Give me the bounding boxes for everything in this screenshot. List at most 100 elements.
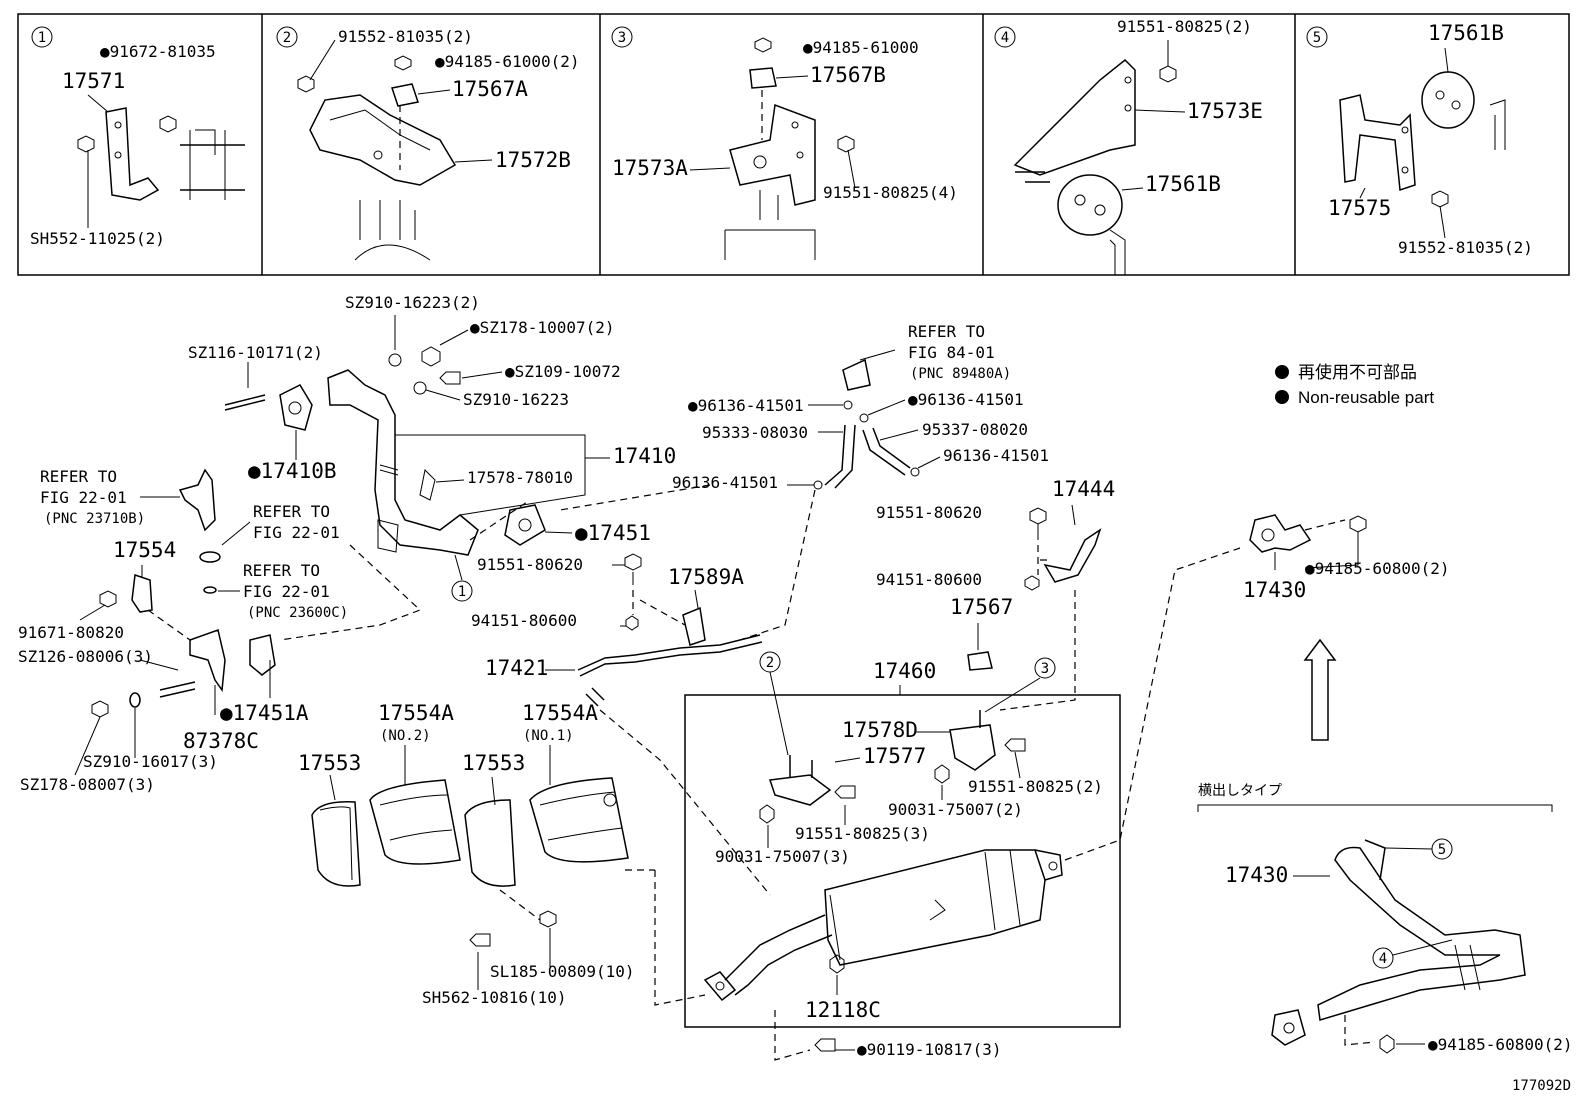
refer3-line2: FIG 22-01 xyxy=(243,582,330,601)
label-96136-d: 96136-41501 xyxy=(672,473,778,492)
label-94185-61000: ●94185-61000 xyxy=(803,38,919,57)
refer2-line2: FIG 22-01 xyxy=(253,523,340,542)
panel-3-number: 3 xyxy=(618,30,626,46)
figure-id: 177092D xyxy=(1512,1078,1571,1094)
panel-1-number: 1 xyxy=(38,30,46,46)
label-94185-60800-b: ●94185-60800(2) xyxy=(1428,1035,1573,1054)
label-17578d: 17578D xyxy=(842,718,918,742)
refer1-line2: FIG 22-01 xyxy=(40,488,127,507)
label-90119-10817: ●90119-10817(3) xyxy=(857,1040,1002,1059)
label-17460: 17460 xyxy=(873,659,936,683)
label-17451: ●17451 xyxy=(575,521,651,545)
label-17577: 17577 xyxy=(863,744,926,768)
refer3-line3: (PNC 23600C) xyxy=(247,605,348,621)
label-94151-80600-a: 94151-80600 xyxy=(471,611,577,630)
label-91552-81035-p5: 91552-81035(2) xyxy=(1398,238,1533,257)
label-sz178-08007: SZ178-08007(3) xyxy=(20,775,155,794)
callout-2: 2 xyxy=(766,655,774,671)
label-91551-80620-b: 91551-80620 xyxy=(876,503,982,522)
panel-1: 1 ●91672-81035 17571 SH552-11025(2) xyxy=(30,26,245,248)
label-90031-75007-2: 90031-75007(2) xyxy=(888,800,1023,819)
label-side-exit-type: 横出しタイプ xyxy=(1198,783,1282,799)
label-91551-80825-4: 91551-80825(4) xyxy=(823,183,958,202)
label-91551-80825-2: 91551-80825(2) xyxy=(968,777,1103,796)
refer2-line1: REFER TO xyxy=(253,502,330,521)
label-17410: 17410 xyxy=(613,444,676,468)
label-17553-a: 17553 xyxy=(298,751,361,775)
legend: 再使用不可部品 Non-reusable part xyxy=(1275,362,1434,407)
label-96136-c: 96136-41501 xyxy=(943,446,1049,465)
label-17554a-1: 17554A xyxy=(522,701,598,725)
label-17554a-2: 17554A xyxy=(378,701,454,725)
label-91671-80820: 91671-80820 xyxy=(18,623,124,642)
tail-pipe-area: ●94185-60800(2) 17430 xyxy=(1243,514,1450,741)
legend-en-text: Non-reusable part xyxy=(1298,388,1434,407)
label-sz910-16017: SZ910-16017(3) xyxy=(83,752,218,771)
label-17573a: 17573A xyxy=(612,156,688,180)
label-17567-main: 17567 xyxy=(950,595,1013,619)
label-17554: 17554 xyxy=(113,538,176,562)
label-17567a: 17567A xyxy=(452,77,528,101)
panel-5-number: 5 xyxy=(1313,30,1321,46)
label-17561b-p5: 17561B xyxy=(1428,21,1504,45)
label-sz910-16223-2: SZ910-16223(2) xyxy=(345,293,480,312)
label-sz116-10171: SZ116-10171(2) xyxy=(188,343,323,362)
side-exit-area: 横出しタイプ 17430 5 4 ●94185-60800(2) xyxy=(1197,783,1573,1054)
label-17589a: 17589A xyxy=(668,565,744,589)
refer1-line1: REFER TO xyxy=(40,467,117,486)
refer1-line3: (PNC 23710B) xyxy=(44,511,145,527)
label-94185-60800-a: ●94185-60800(2) xyxy=(1305,559,1450,578)
sensor-hose-area: REFER TO FIG 84-01 (PNC 89480A) ●96136-4… xyxy=(471,322,1049,896)
label-95333: 95333-08030 xyxy=(702,423,808,442)
legend-jp-text: 再使用不可部品 xyxy=(1298,362,1417,382)
refer4-line2: FIG 84-01 xyxy=(908,343,995,362)
label-17444: 17444 xyxy=(1052,477,1115,501)
front-pipe-area: SZ910-16223(2) ●SZ178-10007(2) SZ116-101… xyxy=(18,293,676,794)
label-17572b: 17572B xyxy=(495,148,571,172)
refer4-line1: REFER TO xyxy=(908,322,985,341)
label-94151-80600-b: 94151-80600 xyxy=(876,570,982,589)
panel-4: 4 91551-80825(2) 17573E 17561B xyxy=(994,17,1263,275)
refer3-line1: REFER TO xyxy=(243,561,320,580)
label-17410b: ●17410B xyxy=(248,459,337,483)
label-91552-81035: 91552-81035(2) xyxy=(338,27,473,46)
top-panels xyxy=(17,13,1570,276)
callout-5: 5 xyxy=(1438,842,1446,858)
label-17575: 17575 xyxy=(1328,196,1391,220)
label-17451a: ●17451A xyxy=(220,701,309,725)
callout-4: 4 xyxy=(1379,951,1387,967)
label-96136-b: ●96136-41501 xyxy=(908,390,1024,409)
callout-1: 1 xyxy=(458,584,466,600)
label-12118c: 12118C xyxy=(805,998,881,1022)
label-91551-80620-a: 91551-80620 xyxy=(477,555,583,574)
label-91672-81035: ●91672-81035 xyxy=(100,42,216,61)
label-17421: 17421 xyxy=(485,656,548,680)
label-17578-78010: 17578-78010 xyxy=(467,468,573,487)
label-96136-a: ●96136-41501 xyxy=(688,396,804,415)
label-sz109-10072: ●SZ109-10072 xyxy=(505,362,621,381)
label-94185-61000-2: ●94185-61000(2) xyxy=(435,52,580,71)
label-87378c: 87378C xyxy=(183,729,259,753)
label-17567b: 17567B xyxy=(810,63,886,87)
label-91551-80825-3: 91551-80825(3) xyxy=(795,824,930,843)
bracket-17444-area: 91551-80620 17444 94151-80600 17567 xyxy=(876,477,1115,711)
label-no2: (NO.2) xyxy=(380,728,431,744)
callout-3: 3 xyxy=(1041,661,1049,677)
refer4-line3: (PNC 89480A) xyxy=(910,366,1011,382)
label-91551-80825-2-p4: 91551-80825(2) xyxy=(1117,17,1252,36)
label-sl185: SL185-00809(10) xyxy=(490,962,635,981)
label-sh552-11025: SH552-11025(2) xyxy=(30,229,165,248)
label-sz910-16223: SZ910-16223 xyxy=(463,390,569,409)
label-17553-b: 17553 xyxy=(462,751,525,775)
panel-3: 3 ●94185-61000 17567B 17573A 91551-80825… xyxy=(611,26,958,260)
label-sz178-10007: ●SZ178-10007(2) xyxy=(470,318,615,337)
label-sz126-08006: SZ126-08006(3) xyxy=(18,647,153,666)
label-no1: (NO.1) xyxy=(523,728,574,744)
label-17571: 17571 xyxy=(62,69,125,93)
label-17573e: 17573E xyxy=(1187,99,1263,123)
panel-4-number: 4 xyxy=(1001,30,1009,46)
catalyst-area: 17553 17554A (NO.2) 17553 17554A (NO.1) … xyxy=(298,701,635,1007)
panel-2: 2 91552-81035(2) ●94185-61000(2) 17567A … xyxy=(276,26,580,261)
